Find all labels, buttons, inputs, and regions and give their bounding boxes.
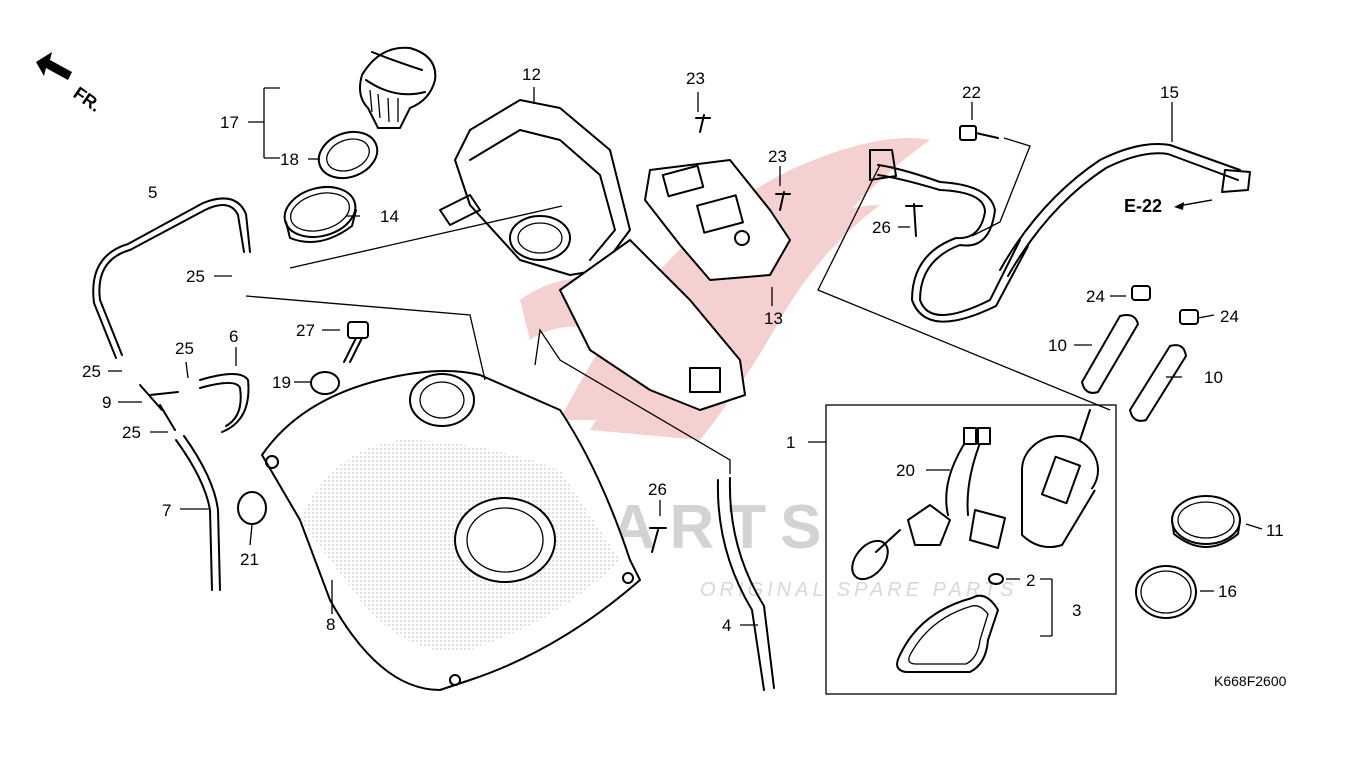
callout-labels: 1 2 3 4 5 6 7 8 9 10 10 11 12 13 14 15 1… [82,65,1284,635]
bracket-tray-part [559,159,791,411]
callout-21: 21 [240,550,259,569]
callout-5: 5 [148,183,157,202]
callout-23b: 23 [768,147,787,166]
direction-label: FR. [70,83,105,116]
grommet-21-part [237,491,267,525]
callout-22: 22 [962,83,981,102]
callout-25b: 25 [82,362,101,381]
callout-24b: 24 [1220,307,1239,326]
nut-24b-part [1179,309,1199,325]
ring-11-part [1171,495,1241,548]
callout-16: 16 [1218,582,1237,601]
bolt-26a-part [905,203,923,237]
callout-26b: 26 [648,480,667,499]
plate-10a-part [1081,314,1139,394]
callout-25d: 25 [122,423,141,442]
ring-16-part [1135,565,1197,619]
callout-25c: 25 [175,339,194,358]
bolt-27-part [343,321,369,363]
callout-18: 18 [280,150,299,169]
hose-bundle-part [877,164,1021,316]
bolt-26b-part [649,527,667,553]
front-direction-arrow: FR. [36,52,105,116]
callout-24a: 24 [1086,287,1105,306]
cap-gasket-part [317,130,379,180]
hose-6-part [199,373,250,433]
callout-23a: 23 [686,69,705,88]
leader-lines [108,87,1263,637]
reference-label: E-22 [1124,196,1162,216]
callout-27: 27 [296,321,315,340]
callout-1: 1 [786,433,795,452]
callout-4: 4 [722,616,731,635]
fuel-filter-part [851,529,901,581]
screw-23a-part [695,114,711,133]
bolt-22-part [959,125,999,141]
callout-10b: 10 [1204,368,1223,387]
fuel-cap-part [359,46,437,129]
fuel-pump-assembly-box [825,404,1117,695]
callout-17: 17 [220,113,239,132]
drawing-code: K668F2600 [1214,673,1287,689]
screw-23b-part [775,191,791,211]
callout-13: 13 [764,309,783,328]
grommet-19-part [310,371,340,395]
watermark-tagline: ORIGINAL SPARE PARTS [700,579,1017,601]
t-joint-9-part [139,384,179,431]
callout-9: 9 [102,393,111,412]
o-ring-2-part [988,573,1004,585]
fuel-tank-part [261,370,641,691]
callout-12: 12 [522,65,541,84]
nut-24a-part [1131,285,1151,301]
callout-20: 20 [896,461,915,480]
callout-19: 19 [272,373,291,392]
pump-gasket-3-part [896,594,999,673]
pump-connector-part [907,504,1006,549]
callout-14: 14 [380,207,399,226]
callout-2: 2 [1026,571,1035,590]
filler-ring-part [283,186,357,243]
breather-hose-5-part [98,204,245,356]
drain-hose-7-part [175,435,221,591]
callout-15: 15 [1160,83,1179,102]
callout-7: 7 [162,501,171,520]
reference-arrow [1177,199,1213,207]
hose-15-part [999,143,1241,271]
cap-gasket-inner [326,138,370,172]
callout-11: 11 [1266,521,1284,540]
callout-6: 6 [229,327,238,346]
callout-8: 8 [326,615,335,634]
callout-25a: 25 [186,267,205,286]
callout-3: 3 [1072,601,1081,620]
callout-26a: 26 [872,218,891,237]
plate-10b-part [1129,344,1187,422]
fuel-pump-part [1021,409,1099,548]
filler-housing-part [439,99,631,276]
hose-4-part [716,477,775,691]
callout-10a: 10 [1048,336,1067,355]
